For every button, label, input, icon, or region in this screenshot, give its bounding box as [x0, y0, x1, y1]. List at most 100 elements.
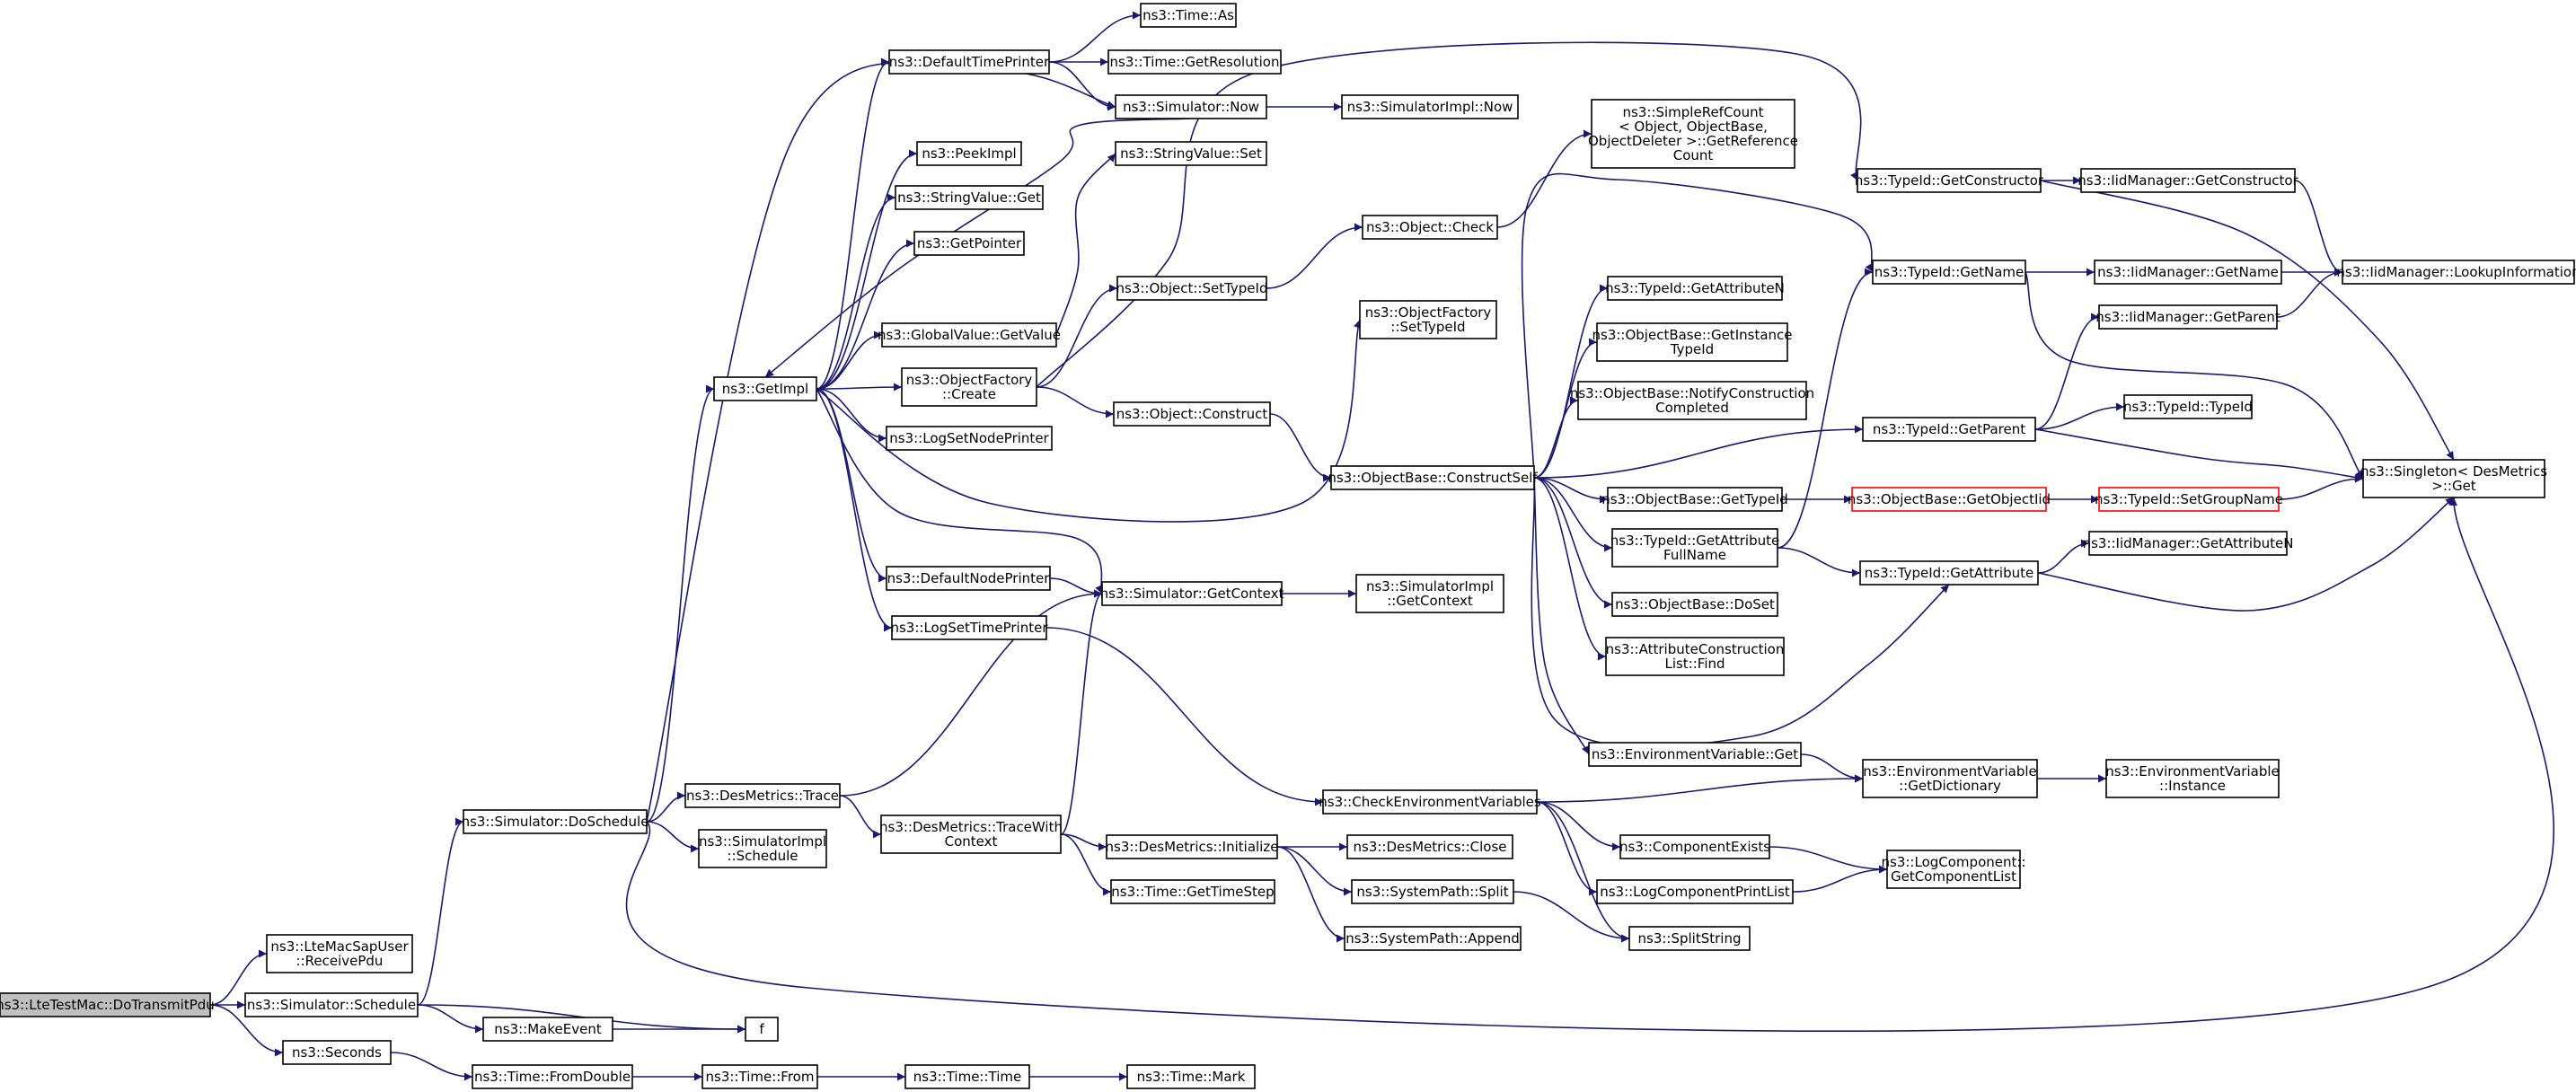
node-f[interactable]: f: [745, 1017, 779, 1042]
node-logcomp-getlist[interactable]: ns3::LogComponent::GetComponentList: [1882, 850, 2026, 889]
node-logsettimeprinter[interactable]: ns3::LogSetTimePrinter: [890, 615, 1048, 640]
node-getobjectiid[interactable]: ns3::ObjectBase::GetObjectIid: [1848, 487, 2051, 512]
node-obj-construct[interactable]: ns3::Object::Construct: [1113, 401, 1271, 427]
node-label: ns3::EnvironmentVariable::Instance: [2105, 763, 2279, 794]
node-doschedule[interactable]: ns3::Simulator::DoSchedule: [462, 809, 649, 834]
edge-iid-getconstructor-to-iid-lookupinfo: [2294, 180, 2343, 277]
node-iid-lookupinfo[interactable]: ns3::IidManager::LookupInformation: [2336, 260, 2576, 285]
node-desmetrics-init[interactable]: ns3::DesMetrics::Initialize: [1106, 834, 1279, 859]
node-iid-getconstructor[interactable]: ns3::IidManager::GetConstructor: [2078, 168, 2299, 193]
node-simimpl-getcontext[interactable]: ns3::SimulatorImpl::GetContext: [1355, 574, 1504, 613]
node-constructself[interactable]: ns3::ObjectBase::ConstructSelf: [1328, 465, 1538, 490]
node-desmetrics-trace[interactable]: ns3::DesMetrics::Trace: [684, 783, 841, 808]
node-typeid-getattribute[interactable]: ns3::TypeId::GetAttribute: [1859, 560, 2039, 586]
edge-checkenv-to-envvar-getdict: [1536, 774, 1864, 803]
edge-simnow-to-getimpl: [764, 118, 1192, 378]
node-simplerefcount[interactable]: ns3::SimpleRefCount< Object, ObjectBase,…: [1588, 99, 1798, 169]
node-iid-getattributen[interactable]: ns3::IidManager::GetAttributeN: [2083, 531, 2294, 556]
node-seconds[interactable]: ns3::Seconds: [282, 1040, 392, 1065]
node-timemark[interactable]: ns3::Time::Mark: [1126, 1064, 1256, 1089]
node-timefrom[interactable]: ns3::Time::From: [701, 1064, 818, 1089]
node-timeas[interactable]: ns3::Time::As: [1140, 3, 1237, 28]
node-receivepdu[interactable]: ns3::LteMacSapUser::ReceivePdu: [266, 934, 413, 973]
node-globalvalue-get[interactable]: ns3::GlobalValue::GetValue: [878, 322, 1061, 348]
edge-componentexists-to-logcomp-getlist: [1769, 846, 1888, 874]
node-label-line: ns3::TypeId::GetAttribute: [1865, 565, 2033, 581]
node-defaultnodeprinter[interactable]: ns3::DefaultNodePrinter: [886, 566, 1051, 591]
node-typeid-typeid[interactable]: ns3::TypeId::TypeId: [2123, 394, 2253, 419]
node-stringvalue-get[interactable]: ns3::StringValue::Get: [895, 185, 1044, 210]
node-logsetnodeprinter[interactable]: ns3::LogSetNodePrinter: [886, 426, 1053, 451]
node-objfactory-settypeid[interactable]: ns3::ObjectFactory::SetTypeId: [1359, 300, 1497, 339]
edge-constructself-to-typeid-getattribute: [1531, 477, 1950, 748]
edge-getimpl-to-objfactory-settypeid: [816, 319, 1362, 523]
node-checkenv[interactable]: ns3::CheckEnvironmentVariables: [1319, 789, 1541, 815]
edge-getattrfullname-to-typeid-getattribute: [1777, 547, 1861, 577]
node-box: [1607, 276, 1783, 301]
node-singleton-get[interactable]: ns3::Singleton< DesMetrics>::Get: [2360, 459, 2547, 498]
node-setgroupname[interactable]: ns3::TypeId::SetGroupName: [2095, 487, 2283, 512]
node-peekimpl[interactable]: ns3::PeekImpl: [916, 141, 1022, 166]
node-simimplnow[interactable]: ns3::SimulatorImpl::Now: [1341, 94, 1519, 119]
node-objbase-gettypeid[interactable]: ns3::ObjectBase::GetTypeId: [1601, 487, 1788, 512]
node-makeevent[interactable]: ns3::MakeEvent: [482, 1017, 613, 1042]
node-label-line: ns3::Time::GetResolution: [1110, 54, 1280, 70]
node-simnow[interactable]: ns3::Simulator::Now: [1115, 94, 1267, 119]
node-envvar-getdict[interactable]: ns3::EnvironmentVariable::GetDictionary: [1862, 759, 2038, 798]
node-box: [1596, 879, 1794, 904]
node-obj-settypeid[interactable]: ns3::Object::SetTypeId: [1116, 276, 1268, 301]
node-getcontext[interactable]: ns3::Simulator::GetContext: [1100, 581, 1284, 606]
node-box: [1140, 3, 1237, 28]
node-label: ns3::Object::SetTypeId: [1116, 280, 1268, 296]
node-timetime[interactable]: ns3::Time::Time: [904, 1064, 1030, 1089]
node-label-line: ns3::Simulator::Schedule: [247, 997, 416, 1013]
node-label: ns3::ComponentExists: [1619, 839, 1770, 855]
call-edge: [1792, 865, 1888, 893]
node-objfactory-create[interactable]: ns3::ObjectFactory::Create: [901, 367, 1037, 407]
call-edge: [1036, 284, 1118, 388]
node-syspath-append[interactable]: ns3::SystemPath::Append: [1344, 926, 1522, 951]
node-iid-getname[interactable]: ns3::IidManager::GetName: [2094, 260, 2282, 285]
node-getimpl[interactable]: ns3::GetImpl: [713, 376, 817, 401]
edge-defaultnodeprinter-to-getcontext: [1049, 577, 1103, 598]
node-envvar-instance[interactable]: ns3::EnvironmentVariable::Instance: [2105, 759, 2280, 798]
node-objbase-doset[interactable]: ns3::ObjectBase::DoSet: [1611, 592, 1778, 617]
node-desmetrics-close[interactable]: ns3::DesMetrics::Close: [1346, 834, 1513, 859]
node-gettimestep[interactable]: ns3::Time::GetTimeStep: [1110, 879, 1275, 904]
node-label-line: ns3::DesMetrics::Trace: [686, 788, 839, 804]
node-envvar-get[interactable]: ns3::EnvironmentVariable::Get: [1588, 742, 1802, 767]
edge-logsettimeprinter-to-checkenv: [1045, 627, 1324, 806]
node-box: [1107, 49, 1282, 75]
node-iid-getparent[interactable]: ns3::IidManager::GetParent: [2095, 304, 2280, 330]
edge-checkenv-to-logcompprintlist: [1536, 801, 1598, 896]
node-getpointer[interactable]: ns3::GetPointer: [913, 231, 1025, 256]
node-fromdouble[interactable]: ns3::Time::FromDouble: [472, 1064, 633, 1089]
call-edge: [816, 330, 883, 390]
node-obj-check[interactable]: ns3::Object::Check: [1362, 215, 1498, 240]
node-label-line: ns3::Seconds: [292, 1044, 382, 1061]
node-getresolution[interactable]: ns3::Time::GetResolution: [1107, 49, 1282, 75]
node-syspath-split[interactable]: ns3::SystemPath::Split: [1351, 879, 1514, 904]
node-logcompprintlist[interactable]: ns3::LogComponentPrintList: [1596, 879, 1794, 904]
node-typeid-getconstructor[interactable]: ns3::TypeId::GetConstructor: [1855, 168, 2044, 193]
node-typeid-getparent[interactable]: ns3::TypeId::GetParent: [1862, 417, 2036, 442]
node-componentexists[interactable]: ns3::ComponentExists: [1619, 834, 1770, 859]
call-edge: [816, 388, 887, 443]
node-defaulttimeprinter[interactable]: ns3::DefaultTimePrinter: [888, 49, 1050, 75]
node-root[interactable]: ns3::LteTestMac::DoTransmitPdu: [0, 992, 215, 1017]
node-simimpl-schedule[interactable]: ns3::SimulatorImpl::Schedule: [698, 829, 827, 868]
node-box: [1611, 592, 1778, 617]
node-typeid-getname[interactable]: ns3::TypeId::GetName: [1872, 260, 2026, 285]
node-label-line: ns3::CheckEnvironmentVariables: [1319, 794, 1541, 810]
node-stringvalue-set[interactable]: ns3::StringValue::Set: [1115, 141, 1267, 166]
node-schedule[interactable]: ns3::Simulator::Schedule: [244, 992, 419, 1017]
node-getattributen[interactable]: ns3::TypeId::GetAttributeN: [1605, 276, 1785, 301]
node-box: [701, 1064, 818, 1089]
node-splitstring[interactable]: ns3::SplitString: [1628, 926, 1751, 951]
node-label: ns3::DesMetrics::Close: [1354, 839, 1507, 855]
